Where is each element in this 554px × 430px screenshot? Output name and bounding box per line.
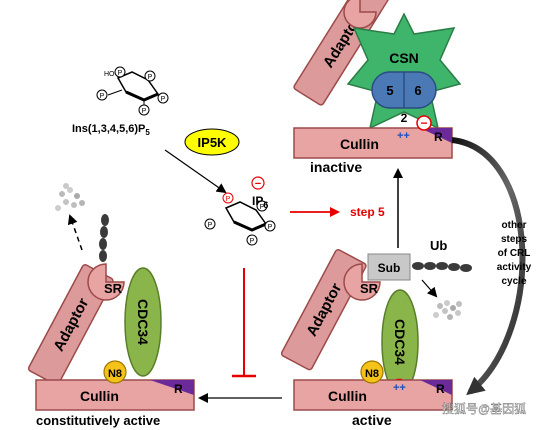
inactive-complex: Adaptor SR CSN 5 6 2 Cullin R ++ − [293, 0, 462, 175]
csn-complex: CSN 5 6 2 [346, 12, 462, 130]
ins-p5-molecule: HO P P P P P Ins(1,3,4,5,6)P5 [72, 66, 169, 137]
phosphate-group: P [204, 218, 216, 230]
rbx-label: R [436, 382, 445, 396]
ip6-molecule: − P P P P P IP6 [204, 176, 276, 246]
ins-p5-name: Ins(1,3,4,5,6)P5 [72, 123, 150, 137]
nedd8-badge: N8 [103, 360, 127, 384]
n8-label: N8 [365, 368, 379, 380]
svg-text:activity: activity [497, 262, 532, 273]
positive-charges: ++ [397, 130, 410, 142]
cullin-label: Cullin [80, 388, 119, 404]
rbx-label: R [174, 382, 183, 396]
phosphate-group: P [114, 66, 126, 78]
nedd8-badge: N8 [360, 360, 384, 384]
sr-label: SR [104, 281, 123, 296]
svg-text:P: P [100, 93, 105, 100]
phosphate-group: P [144, 70, 156, 82]
svg-text:P: P [260, 204, 265, 211]
svg-text:steps: steps [501, 234, 528, 245]
sr-domain: SR [343, 263, 381, 301]
svg-text:−: − [255, 178, 261, 190]
constitutive-state-label: constitutively active [36, 413, 160, 428]
charge-minus-label: − [420, 116, 427, 130]
degradation-arrow [67, 214, 83, 251]
cycle-note: other steps of CRL activity cycle [497, 220, 532, 287]
cullin-bar: Cullin R ++ − [293, 374, 453, 411]
ho-label: HO [104, 71, 115, 78]
svg-text:of CRL: of CRL [498, 248, 531, 259]
ub-label: Ub [430, 238, 447, 253]
cullin-label: Cullin [328, 388, 367, 404]
rbx-label: R [434, 130, 443, 144]
inactive-state-label: inactive [310, 159, 362, 175]
phosphate-group: P [246, 234, 258, 246]
phosphate-group: P [222, 192, 234, 204]
active-complex: Adaptor SR Sub Ub CDC34 [280, 238, 472, 428]
sub-label: Sub [378, 261, 401, 275]
svg-text:other: other [502, 220, 527, 231]
positive-charges: ++ [393, 382, 406, 394]
constitutive-complex: Adaptor SR CDC34 Cullin R [27, 183, 195, 428]
watermark: 搜狐号@基因狐 [442, 401, 526, 416]
svg-text:P: P [148, 74, 153, 81]
svg-text:P: P [208, 222, 213, 229]
subunit-6-label: 6 [414, 83, 421, 98]
degradation-arrow [421, 279, 438, 298]
substrate-box: Sub [367, 253, 411, 281]
cdc34-protein: CDC34 [381, 289, 419, 395]
cullin-bar: Cullin R ++ [293, 127, 453, 159]
negative-charges: − [396, 374, 402, 386]
svg-text:P: P [226, 196, 231, 203]
ubiquitin-chain [99, 214, 109, 262]
phosphate-group: P [96, 89, 108, 101]
subunit-5-label: 5 [386, 83, 393, 98]
csn-label: CSN [389, 50, 419, 66]
degraded-peptides [55, 183, 85, 211]
cullin-bar: Cullin R [35, 379, 195, 411]
cullin-label: Cullin [340, 136, 379, 152]
svg-text:P: P [250, 238, 255, 245]
phosphate-group: P [256, 200, 268, 212]
n8-label: N8 [108, 368, 122, 380]
svg-text:cycle: cycle [501, 276, 526, 287]
phosphate-group: P [138, 104, 150, 116]
ip5k-label: IP5K [198, 135, 228, 150]
negative-charge-badge: − [251, 176, 265, 190]
svg-text:P: P [142, 108, 147, 115]
step5-label: step 5 [350, 205, 385, 219]
phosphate-group: P [157, 92, 169, 104]
subunit-2-label: 2 [401, 111, 408, 125]
cdc34-label: CDC34 [135, 299, 151, 345]
sr-domain: SR [87, 263, 125, 301]
active-state-label: active [352, 412, 392, 428]
cdc34-protein: CDC34 [124, 267, 162, 377]
ip5-to-ip6-arrow [164, 149, 227, 194]
inhibition-bar [232, 268, 256, 378]
ip6-name: IP6 [252, 194, 268, 210]
svg-text:P: P [161, 96, 166, 103]
negative-charge-badge: − [416, 115, 432, 131]
svg-text:P: P [118, 70, 123, 77]
ip5k-enzyme: IP5K [184, 128, 240, 156]
phosphate-group: P [264, 220, 276, 232]
cdc34-label: CDC34 [392, 319, 408, 365]
crl-cycle-arrow [451, 137, 526, 396]
ubiquitin-chain: Ub [412, 238, 472, 272]
sr-label: SR [360, 281, 379, 296]
svg-text:P: P [268, 224, 273, 231]
degraded-peptides [433, 300, 462, 320]
